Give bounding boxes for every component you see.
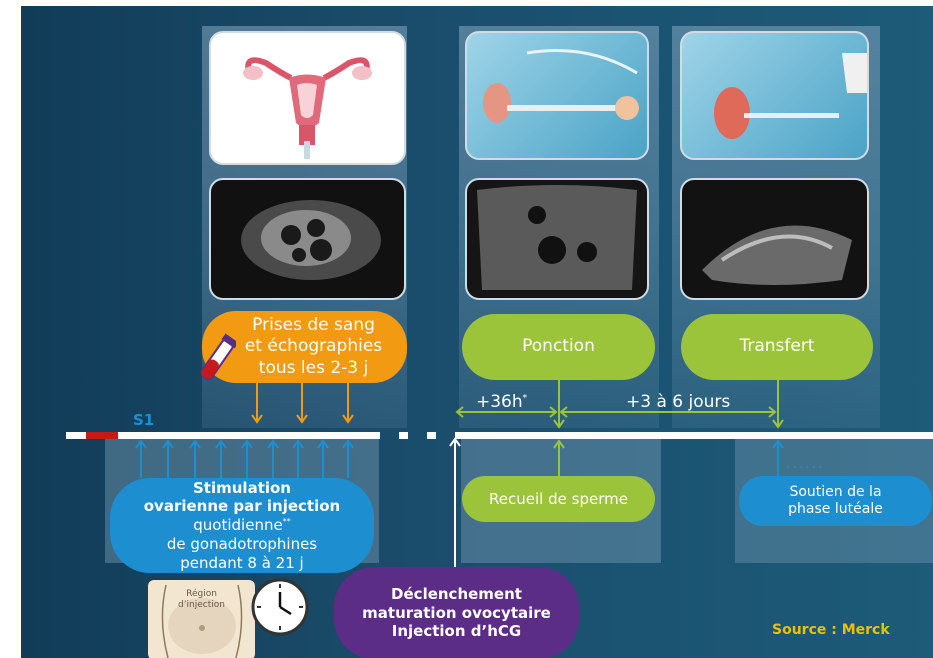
stimulation-stars: ** [283,517,291,526]
interval-3-6-jours: +3 à 6 jours [626,392,730,412]
timeline-red-segment [86,432,118,439]
region-label-1: Région [148,589,255,599]
soutien-line-2: phase lutéale [788,501,883,519]
stimulation-bubble: Stimulation ovarienne par injection quot… [110,478,374,573]
timeline-dash-2 [427,432,436,439]
stimulation-line-2: ovarienne par injection [144,497,340,516]
soutien-dots: ...... [786,456,825,472]
timeline-segment-2 [455,432,933,439]
soutien-line-1: Soutien de la [789,484,881,502]
diagram-canvas: Prises de sang et échographies tous les … [21,6,933,658]
stimulation-line-1: Stimulation [193,479,291,498]
soutien-bubble: Soutien de la phase lutéale [739,476,932,526]
interval-36h-text: +36h [476,392,523,412]
declenchement-line-3: Injection d’hCG [392,622,521,641]
stimulation-line-3-text: quotidienne [193,516,282,534]
s1-label: S1 [133,411,154,429]
abdomen-icon: Région d’injection [148,580,255,658]
declenchement-line-1: Déclenchement [391,585,522,604]
timeline-dash-1 [399,432,408,439]
region-label-2: d’injection [148,600,255,610]
declenchement-line-2: maturation ovocytaire [362,604,551,623]
source-label: Source : Merck [772,622,890,638]
interval-36h-star: * [523,393,528,403]
interval-36h: +36h* [476,392,527,412]
stimulation-line-5: pendant 8 à 21 j [180,554,303,573]
stimulation-line-4: de gonadotrophines [167,535,317,554]
clock-icon [251,578,309,636]
recueil-bubble: Recueil de sperme [462,476,655,522]
recueil-label: Recueil de sperme [489,490,628,509]
stimulation-line-3: quotidienne** [193,516,290,535]
declenchement-bubble: Déclenchement maturation ovocytaire Inje… [334,567,579,658]
